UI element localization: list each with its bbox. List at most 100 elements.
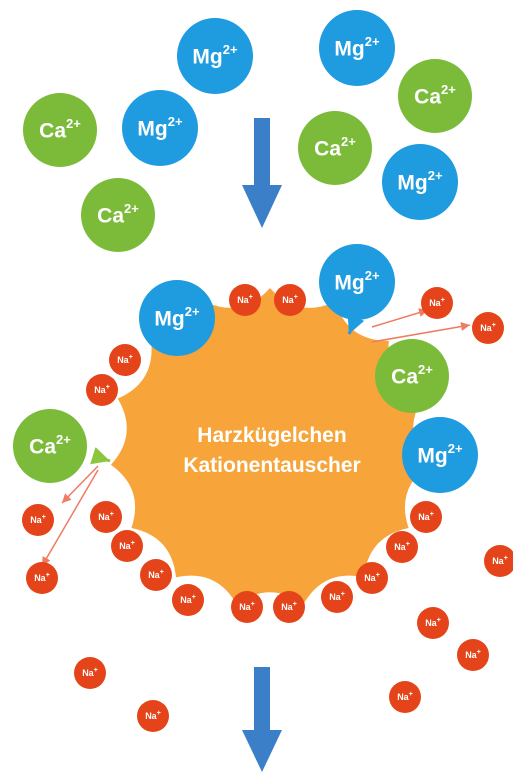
na-ion-circle	[457, 639, 489, 671]
na-ion: Na+	[231, 591, 263, 623]
ca-ion-label: Ca2+	[314, 134, 356, 160]
na-ion-circle	[229, 284, 261, 316]
ca-ion-circle	[375, 339, 449, 413]
ions-layer: Mg2+ Mg2+ Ca2+ Ca2+ Mg2+ Ca2+ Mg2+ Ca2+ Mg2+ Mg2+…	[13, 10, 513, 732]
ca-ion: Ca2+	[81, 178, 155, 252]
na-ion: Na+	[229, 284, 261, 316]
na-ion: Na+	[90, 501, 122, 533]
na-ion-circle	[137, 700, 169, 732]
ca-ion-circle	[398, 59, 472, 133]
na-ion-label: Na+	[180, 594, 196, 605]
na-ion-circle	[356, 562, 388, 594]
na-ion: Na+	[111, 530, 143, 562]
mg-ion-circle	[382, 144, 458, 220]
na-ion-circle	[389, 681, 421, 713]
mg-ion-label: Mg2+	[417, 441, 463, 467]
na-ion-label: Na+	[98, 511, 114, 522]
na-ion: Na+	[109, 344, 141, 376]
na-ion-circle	[90, 501, 122, 533]
resin-bead	[110, 288, 430, 605]
na-ion: Na+	[172, 584, 204, 616]
entry-arrow-ca	[90, 447, 111, 465]
mg-ion-label: Mg2+	[334, 268, 380, 294]
na-ion: Na+	[140, 559, 172, 591]
mg-ion: Mg2+	[177, 18, 253, 94]
ca-ion: Ca2+	[23, 93, 97, 167]
na-ion-label: Na+	[429, 297, 445, 308]
na-ion-label: Na+	[282, 294, 298, 305]
na-ion-label: Na+	[480, 322, 496, 333]
na-ion-circle	[386, 531, 418, 563]
na-ion-circle	[472, 312, 504, 344]
na-ion-label: Na+	[30, 514, 46, 525]
na-ion-label: Na+	[94, 384, 110, 395]
na-ion: Na+	[26, 562, 58, 594]
mg-ion-label: Mg2+	[154, 304, 200, 330]
na-ion-circle	[22, 504, 54, 536]
na-ion-circle	[410, 501, 442, 533]
ca-ion-label: Ca2+	[414, 82, 456, 108]
na-ion: Na+	[274, 284, 306, 316]
na-ion-label: Na+	[117, 354, 133, 365]
mg-ion-circle	[177, 18, 253, 94]
down-arrow-icon	[242, 667, 282, 772]
na-ion: Na+	[484, 545, 513, 577]
na-ion: Na+	[472, 312, 504, 344]
na-ion: Na+	[421, 287, 453, 319]
mg-ion-circle	[122, 90, 198, 166]
na-ion-label: Na+	[145, 710, 161, 721]
na-ion-circle	[111, 530, 143, 562]
release-arrow	[371, 322, 471, 343]
na-ion-label: Na+	[492, 555, 508, 566]
ca-ion-circle	[23, 93, 97, 167]
na-ion-circle	[109, 344, 141, 376]
release-arrow	[61, 465, 99, 504]
ca-ion: Ca2+	[13, 409, 87, 483]
na-ion-circle	[484, 545, 513, 577]
mg-ion: Mg2+	[382, 144, 458, 220]
na-ion-circle	[140, 559, 172, 591]
ca-ion-circle	[81, 178, 155, 252]
na-ion: Na+	[273, 591, 305, 623]
na-ion-label: Na+	[281, 601, 297, 612]
ca-ion-label: Ca2+	[39, 116, 81, 142]
mg-ion: Mg2+	[122, 90, 198, 166]
na-ion: Na+	[417, 607, 449, 639]
na-ion: Na+	[22, 504, 54, 536]
ca-ion: Ca2+	[398, 59, 472, 133]
na-ion-label: Na+	[34, 572, 50, 583]
release-arrow	[371, 308, 429, 328]
na-ion-label: Na+	[119, 540, 135, 551]
flow-arrow-bottom	[242, 667, 282, 772]
na-ion: Na+	[74, 657, 106, 689]
na-ion-circle	[86, 374, 118, 406]
na-ion: Na+	[457, 639, 489, 671]
na-ion: Na+	[86, 374, 118, 406]
resin-label-line1: Harzkügelchen	[197, 424, 346, 447]
mg-ion-label: Mg2+	[192, 42, 238, 68]
mg-ion-circle	[319, 10, 395, 86]
na-ion-label: Na+	[82, 667, 98, 678]
na-ion-circle	[321, 581, 353, 613]
mg-ion-circle	[139, 280, 215, 356]
entry-arrow-mg	[347, 313, 365, 335]
na-ion-label: Na+	[148, 569, 164, 580]
flow-arrow-top	[242, 118, 282, 228]
mg-ion-label: Mg2+	[397, 168, 443, 194]
na-ion-label: Na+	[394, 541, 410, 552]
na-ion-label: Na+	[239, 601, 255, 612]
na-ion: Na+	[356, 562, 388, 594]
na-ion-circle	[417, 607, 449, 639]
na-ion-label: Na+	[418, 511, 434, 522]
ca-ion: Ca2+	[375, 339, 449, 413]
na-ion: Na+	[137, 700, 169, 732]
na-ion-circle	[26, 562, 58, 594]
na-ion-label: Na+	[465, 649, 481, 660]
release-arrow	[41, 469, 99, 567]
ca-ion: Ca2+	[298, 111, 372, 185]
na-ion: Na+	[389, 681, 421, 713]
na-ion: Na+	[410, 501, 442, 533]
resin-label-line2: Kationentauscher	[183, 454, 360, 477]
mg-ion: Mg2+	[139, 280, 215, 356]
